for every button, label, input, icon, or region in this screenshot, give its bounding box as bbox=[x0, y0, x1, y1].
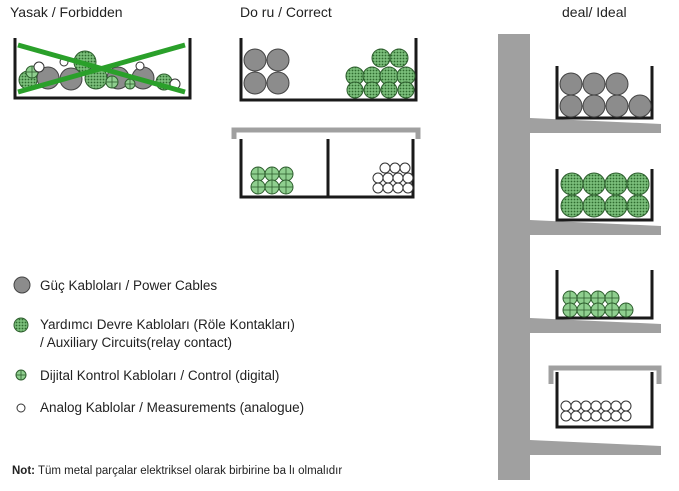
analog-cable bbox=[382, 172, 394, 184]
control-cable-icon bbox=[15, 369, 27, 381]
analog-cable bbox=[392, 182, 404, 194]
analog-cable bbox=[402, 182, 414, 194]
control-cable bbox=[618, 302, 634, 318]
auxiliary-cable bbox=[604, 194, 628, 218]
analog-cable bbox=[379, 162, 391, 174]
control-cable bbox=[604, 302, 620, 318]
ideal-tray-power bbox=[555, 66, 654, 120]
auxiliary-cable bbox=[346, 81, 364, 99]
support-structure bbox=[498, 34, 661, 480]
auxiliary-cable bbox=[560, 194, 584, 218]
note: Not: Tüm metal parçalar elektriksel olar… bbox=[12, 465, 342, 477]
power-cable bbox=[605, 94, 629, 118]
auxiliary-cable bbox=[397, 81, 415, 99]
legend-auxiliary-label-2: / Auxiliary Circuits(relay contact) bbox=[40, 335, 233, 350]
correct-tray bbox=[239, 38, 418, 102]
analog-cable bbox=[600, 410, 612, 422]
ideal-tray-auxiliary bbox=[555, 169, 654, 222]
correct-heading: Do ru / Correct bbox=[240, 4, 332, 20]
analog-cable bbox=[399, 162, 411, 174]
control-cable bbox=[250, 166, 266, 182]
note-label: Not: bbox=[12, 465, 35, 477]
support-column bbox=[498, 34, 530, 480]
shelf-1 bbox=[530, 118, 661, 133]
analog-cable bbox=[610, 400, 622, 412]
auxiliary-cable bbox=[363, 81, 381, 99]
auxiliary-cable bbox=[371, 48, 391, 68]
auxiliary-cable bbox=[582, 194, 606, 218]
cross-line bbox=[17, 42, 186, 95]
analog-cable-icon bbox=[16, 403, 26, 413]
forbidden-heading: Yasak / Forbidden bbox=[10, 4, 123, 20]
power-cable bbox=[628, 94, 652, 118]
control-cable bbox=[590, 290, 606, 306]
shelf-2 bbox=[530, 220, 661, 235]
power-cable bbox=[582, 94, 606, 118]
legend-power-label: Güç Kabloları / Power Cables bbox=[40, 278, 218, 293]
ideal-tray-analog bbox=[555, 372, 654, 429]
power-cable bbox=[266, 71, 290, 95]
power-cable bbox=[559, 94, 583, 118]
analog-cable bbox=[372, 172, 384, 184]
power-cable bbox=[243, 71, 267, 95]
analog-cable bbox=[610, 410, 622, 422]
analog-cable bbox=[382, 182, 394, 194]
power-cable bbox=[582, 72, 606, 96]
auxiliary-cable bbox=[626, 172, 650, 196]
analog-cable bbox=[570, 410, 582, 422]
power-cable-icon bbox=[13, 276, 31, 294]
control-cable bbox=[576, 302, 592, 318]
control-cable bbox=[278, 166, 294, 182]
analog-cable bbox=[560, 410, 572, 422]
auxiliary-cable bbox=[604, 172, 628, 196]
note-text: Tüm metal parçalar elektriksel olarak bi… bbox=[35, 465, 343, 477]
analog-cable bbox=[560, 400, 572, 412]
analog-cable bbox=[135, 61, 145, 71]
analog-cable bbox=[620, 410, 632, 422]
legend-control-label: Dijital Kontrol Kabloları / Control (dig… bbox=[40, 368, 280, 383]
analog-cable bbox=[620, 400, 632, 412]
tray-cover bbox=[548, 365, 662, 384]
analog-cable bbox=[580, 410, 592, 422]
control-cable bbox=[250, 179, 266, 195]
power-cable bbox=[243, 48, 267, 72]
ideal-heading: deal/ Ideal bbox=[562, 4, 627, 20]
auxiliary-cable-icon bbox=[13, 317, 29, 333]
shelf-4 bbox=[530, 440, 661, 455]
auxiliary-cable bbox=[626, 194, 650, 218]
analog-cable bbox=[580, 400, 592, 412]
analog-cable bbox=[570, 400, 582, 412]
analog-cable bbox=[590, 400, 602, 412]
control-cable bbox=[124, 78, 136, 90]
power-cable bbox=[559, 72, 583, 96]
legend-auxiliary-label: Yardımcı Devre Kabloları (Röle Kontaklar… bbox=[40, 317, 295, 332]
control-cable bbox=[278, 179, 294, 195]
tray-cover bbox=[231, 127, 421, 139]
analog-cable bbox=[590, 410, 602, 422]
control-cable bbox=[590, 302, 606, 318]
shelf-3 bbox=[530, 318, 661, 333]
control-cable bbox=[264, 166, 280, 182]
auxiliary-cable bbox=[560, 172, 584, 196]
ideal-tray-control bbox=[555, 270, 654, 320]
analog-cable bbox=[389, 162, 401, 174]
analog-cable bbox=[33, 61, 45, 73]
power-cable bbox=[605, 72, 629, 96]
analog-cable bbox=[392, 172, 404, 184]
analog-cable bbox=[372, 182, 384, 194]
analog-cable bbox=[402, 172, 414, 184]
auxiliary-cable bbox=[380, 81, 398, 99]
power-cable bbox=[266, 48, 290, 72]
legend-analog-label: Analog Kablolar / Measurements (analogue… bbox=[40, 400, 305, 415]
auxiliary-cable bbox=[582, 172, 606, 196]
forbidden-tray bbox=[13, 38, 192, 100]
auxiliary-cable bbox=[389, 48, 409, 68]
control-cable bbox=[562, 302, 578, 318]
analog-cable bbox=[600, 400, 612, 412]
control-cable bbox=[264, 179, 280, 195]
control-cable bbox=[105, 75, 119, 89]
